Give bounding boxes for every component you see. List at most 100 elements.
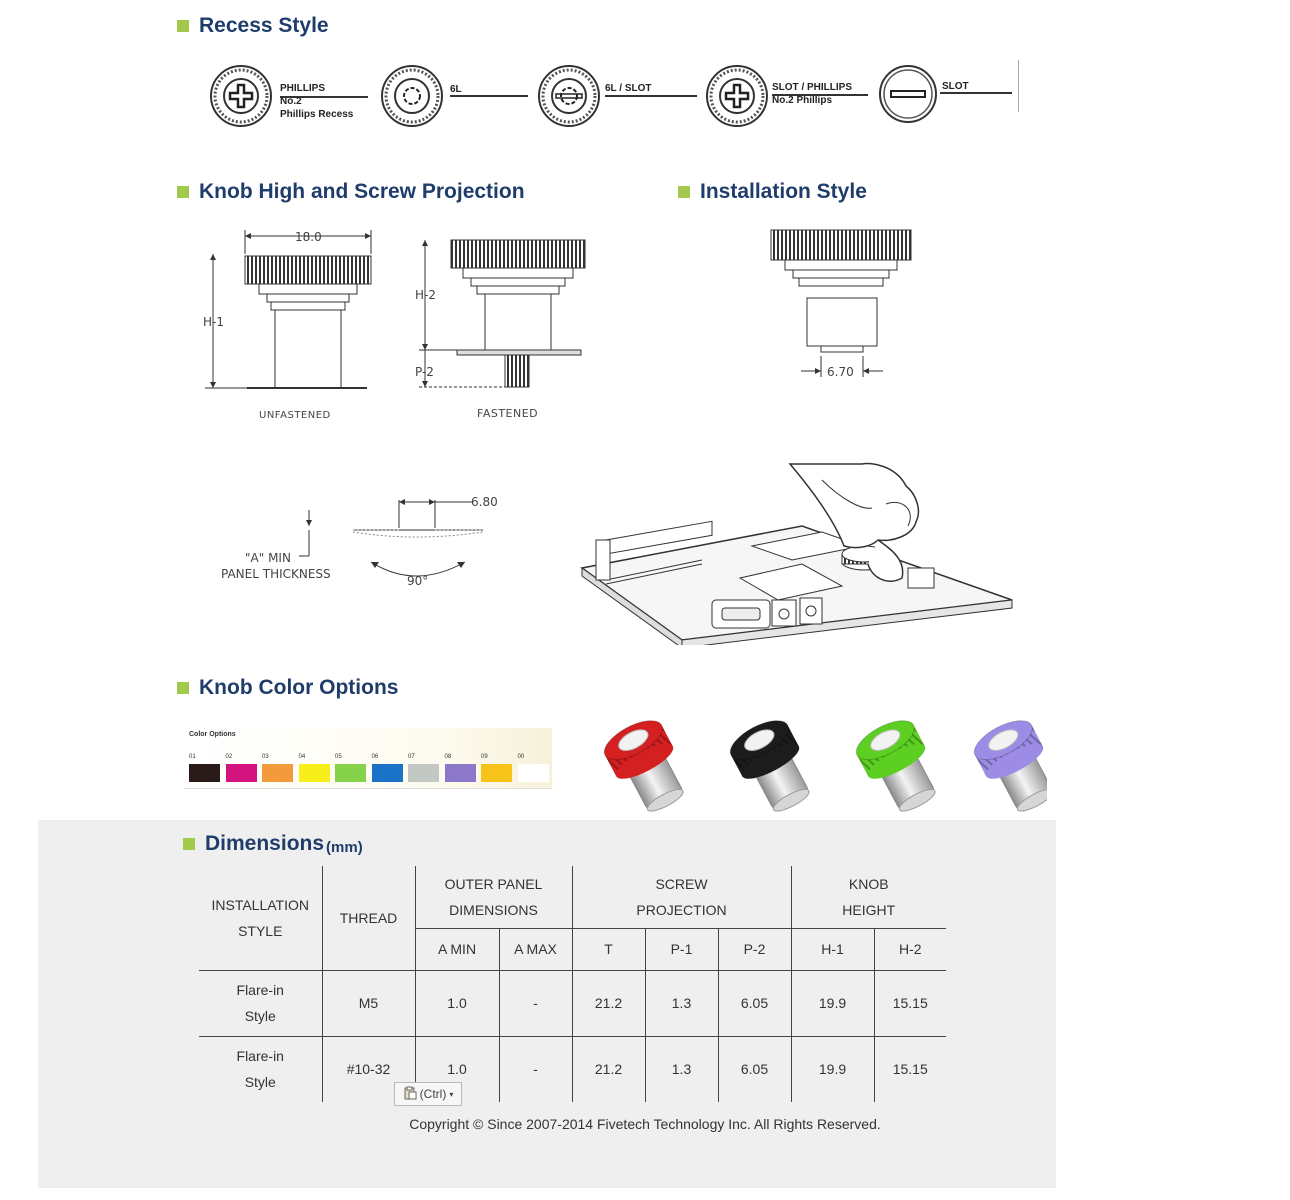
table-row: Flare-in Style M5 1.0 - 21.2 1.3 6.05 19… bbox=[199, 970, 946, 1037]
swatch-code: 00 bbox=[517, 754, 525, 760]
label-line: SLOT bbox=[942, 81, 969, 92]
label-line: PHILLIPS bbox=[280, 83, 326, 94]
header-text: HEIGHT bbox=[842, 901, 896, 918]
cell-h1: 19.9 bbox=[791, 1036, 875, 1102]
heading-text: Knob Color Options bbox=[199, 676, 399, 699]
header-text: INSTALLATION bbox=[211, 896, 309, 913]
unfastened-knob-drawing bbox=[205, 230, 372, 389]
color-swatch bbox=[262, 764, 293, 782]
bullet-square bbox=[177, 186, 189, 198]
label-line: 6L / SLOT bbox=[605, 83, 652, 94]
cell-p1: 1.3 bbox=[645, 1036, 719, 1102]
cell-style: Flare-in Style bbox=[199, 970, 323, 1037]
header-text: DIMENSIONS bbox=[449, 901, 538, 918]
hex-lobe-recess-icon bbox=[381, 65, 443, 127]
swatch-code: 02 bbox=[225, 754, 233, 760]
dim-p2: P-2 bbox=[415, 365, 434, 379]
clipboard-icon bbox=[403, 1086, 417, 1103]
swatch-code: 08 bbox=[444, 754, 452, 760]
dim-680: 6.80 bbox=[471, 495, 498, 509]
header-knob-height: KNOB HEIGHT bbox=[791, 866, 946, 929]
fastened-knob-drawing bbox=[419, 239, 586, 388]
label-line: No.2 Phillips bbox=[772, 95, 833, 106]
swatch-code: 04 bbox=[298, 754, 306, 760]
label-panel-thickness: PANEL THICKNESS bbox=[221, 567, 331, 581]
hex-lobe-slot-recess-icon bbox=[538, 65, 600, 127]
subheader-t: T bbox=[572, 928, 646, 971]
swatch-title: Color Options bbox=[189, 731, 236, 738]
leader-line bbox=[280, 96, 368, 98]
knob-red-photo bbox=[603, 720, 684, 812]
dimensions-table: INSTALLATION STYLE THREAD OUTER PANEL DI… bbox=[199, 866, 946, 1102]
leader-line bbox=[450, 95, 528, 97]
knob-projection-labels: 18.0 H-1 H-2 P-2 UNFASTENED FASTENED bbox=[203, 230, 538, 421]
installation-style-heading: Installation Style bbox=[678, 180, 867, 204]
bullet-square bbox=[678, 186, 690, 198]
cell-t: 21.2 bbox=[572, 1036, 646, 1102]
caption-fastened: FASTENED bbox=[477, 407, 538, 420]
knob-purple-photo bbox=[973, 720, 1047, 812]
cell-text: Style bbox=[244, 1008, 276, 1024]
paste-options-label: (Ctrl) bbox=[419, 1087, 447, 1101]
header-outer-panel: OUTER PANEL DIMENSIONS bbox=[415, 866, 573, 929]
header-text: STYLE bbox=[238, 922, 283, 939]
cell-p1: 1.3 bbox=[645, 970, 719, 1037]
dim-h2: H-2 bbox=[415, 288, 436, 302]
heading-text: Installation Style bbox=[700, 180, 867, 203]
swatch-code: 01 bbox=[189, 754, 196, 760]
label-line: No.2 bbox=[280, 96, 302, 107]
heading-text: Knob High and Screw Projection bbox=[199, 180, 525, 203]
cell-a-max: - bbox=[499, 970, 573, 1037]
cell-p2: 6.05 bbox=[718, 970, 792, 1037]
header-screw-projection: SCREW PROJECTION bbox=[572, 866, 792, 929]
subheader-p1: P-1 bbox=[645, 928, 719, 971]
cell-text: Flare-in bbox=[236, 982, 284, 998]
recess-label-phillips: PHILLIPS No.2 Phillips Recess bbox=[280, 82, 353, 121]
color-swatch bbox=[335, 764, 366, 782]
slot-phillips-recess-icon bbox=[706, 65, 768, 127]
heading-text: Dimensions bbox=[205, 832, 325, 855]
bullet-square bbox=[177, 20, 189, 32]
bullet-square bbox=[183, 838, 195, 850]
cell-thread: M5 bbox=[322, 970, 416, 1037]
leader-line bbox=[605, 95, 697, 97]
subheader-p2: P-2 bbox=[718, 928, 792, 971]
color-swatch bbox=[189, 764, 220, 782]
header-thread: THREAD bbox=[322, 866, 416, 971]
chevron-down-icon: ▾ bbox=[449, 1089, 454, 1099]
color-swatch bbox=[225, 764, 257, 782]
knob-high-heading: Knob High and Screw Projection bbox=[177, 180, 525, 204]
label-line: Phillips Recess bbox=[280, 109, 354, 120]
paste-options-button[interactable]: (Ctrl) ▾ bbox=[394, 1082, 462, 1106]
slot-recess-icon bbox=[879, 65, 937, 123]
cell-h1: 19.9 bbox=[791, 970, 875, 1037]
color-swatch bbox=[298, 764, 330, 782]
recess-label-slot-phillips: SLOT / PHILLIPS No.2 Phillips bbox=[772, 81, 852, 107]
dim-h1: H-1 bbox=[203, 315, 224, 329]
cell-a-min: 1.0 bbox=[415, 970, 500, 1037]
label-line: 6L bbox=[450, 84, 462, 95]
color-swatch bbox=[444, 764, 476, 782]
cell-style: Flare-in Style bbox=[199, 1036, 323, 1102]
heading-text: Recess Style bbox=[199, 14, 329, 37]
cell-t: 21.2 bbox=[572, 970, 646, 1037]
knob-projection-drawing bbox=[205, 230, 586, 389]
subheader-a-max: A MAX bbox=[499, 928, 573, 971]
label-angle: 90° bbox=[407, 574, 428, 588]
color-swatch bbox=[371, 764, 403, 782]
knob-color-photos bbox=[603, 720, 1047, 812]
cell-h2: 15.15 bbox=[874, 970, 946, 1037]
header-text: OUTER PANEL bbox=[444, 875, 543, 892]
cell-p2: 6.05 bbox=[718, 1036, 792, 1102]
cell-text: Style bbox=[244, 1074, 276, 1091]
circuit-board-installation-illustration bbox=[580, 462, 1013, 645]
knob-black-photo bbox=[729, 720, 810, 812]
bullet-square bbox=[177, 682, 189, 694]
knob-green-photo bbox=[855, 720, 936, 812]
table-row: Flare-in Style #10-32 1.0 - 21.2 1.3 6.0… bbox=[199, 1036, 946, 1102]
cell-a-max: - bbox=[499, 1036, 573, 1102]
recess-label-6l-slot: 6L / SLOT bbox=[605, 82, 652, 95]
leader-line bbox=[772, 94, 868, 96]
cell-h2: 15.15 bbox=[892, 1061, 928, 1078]
